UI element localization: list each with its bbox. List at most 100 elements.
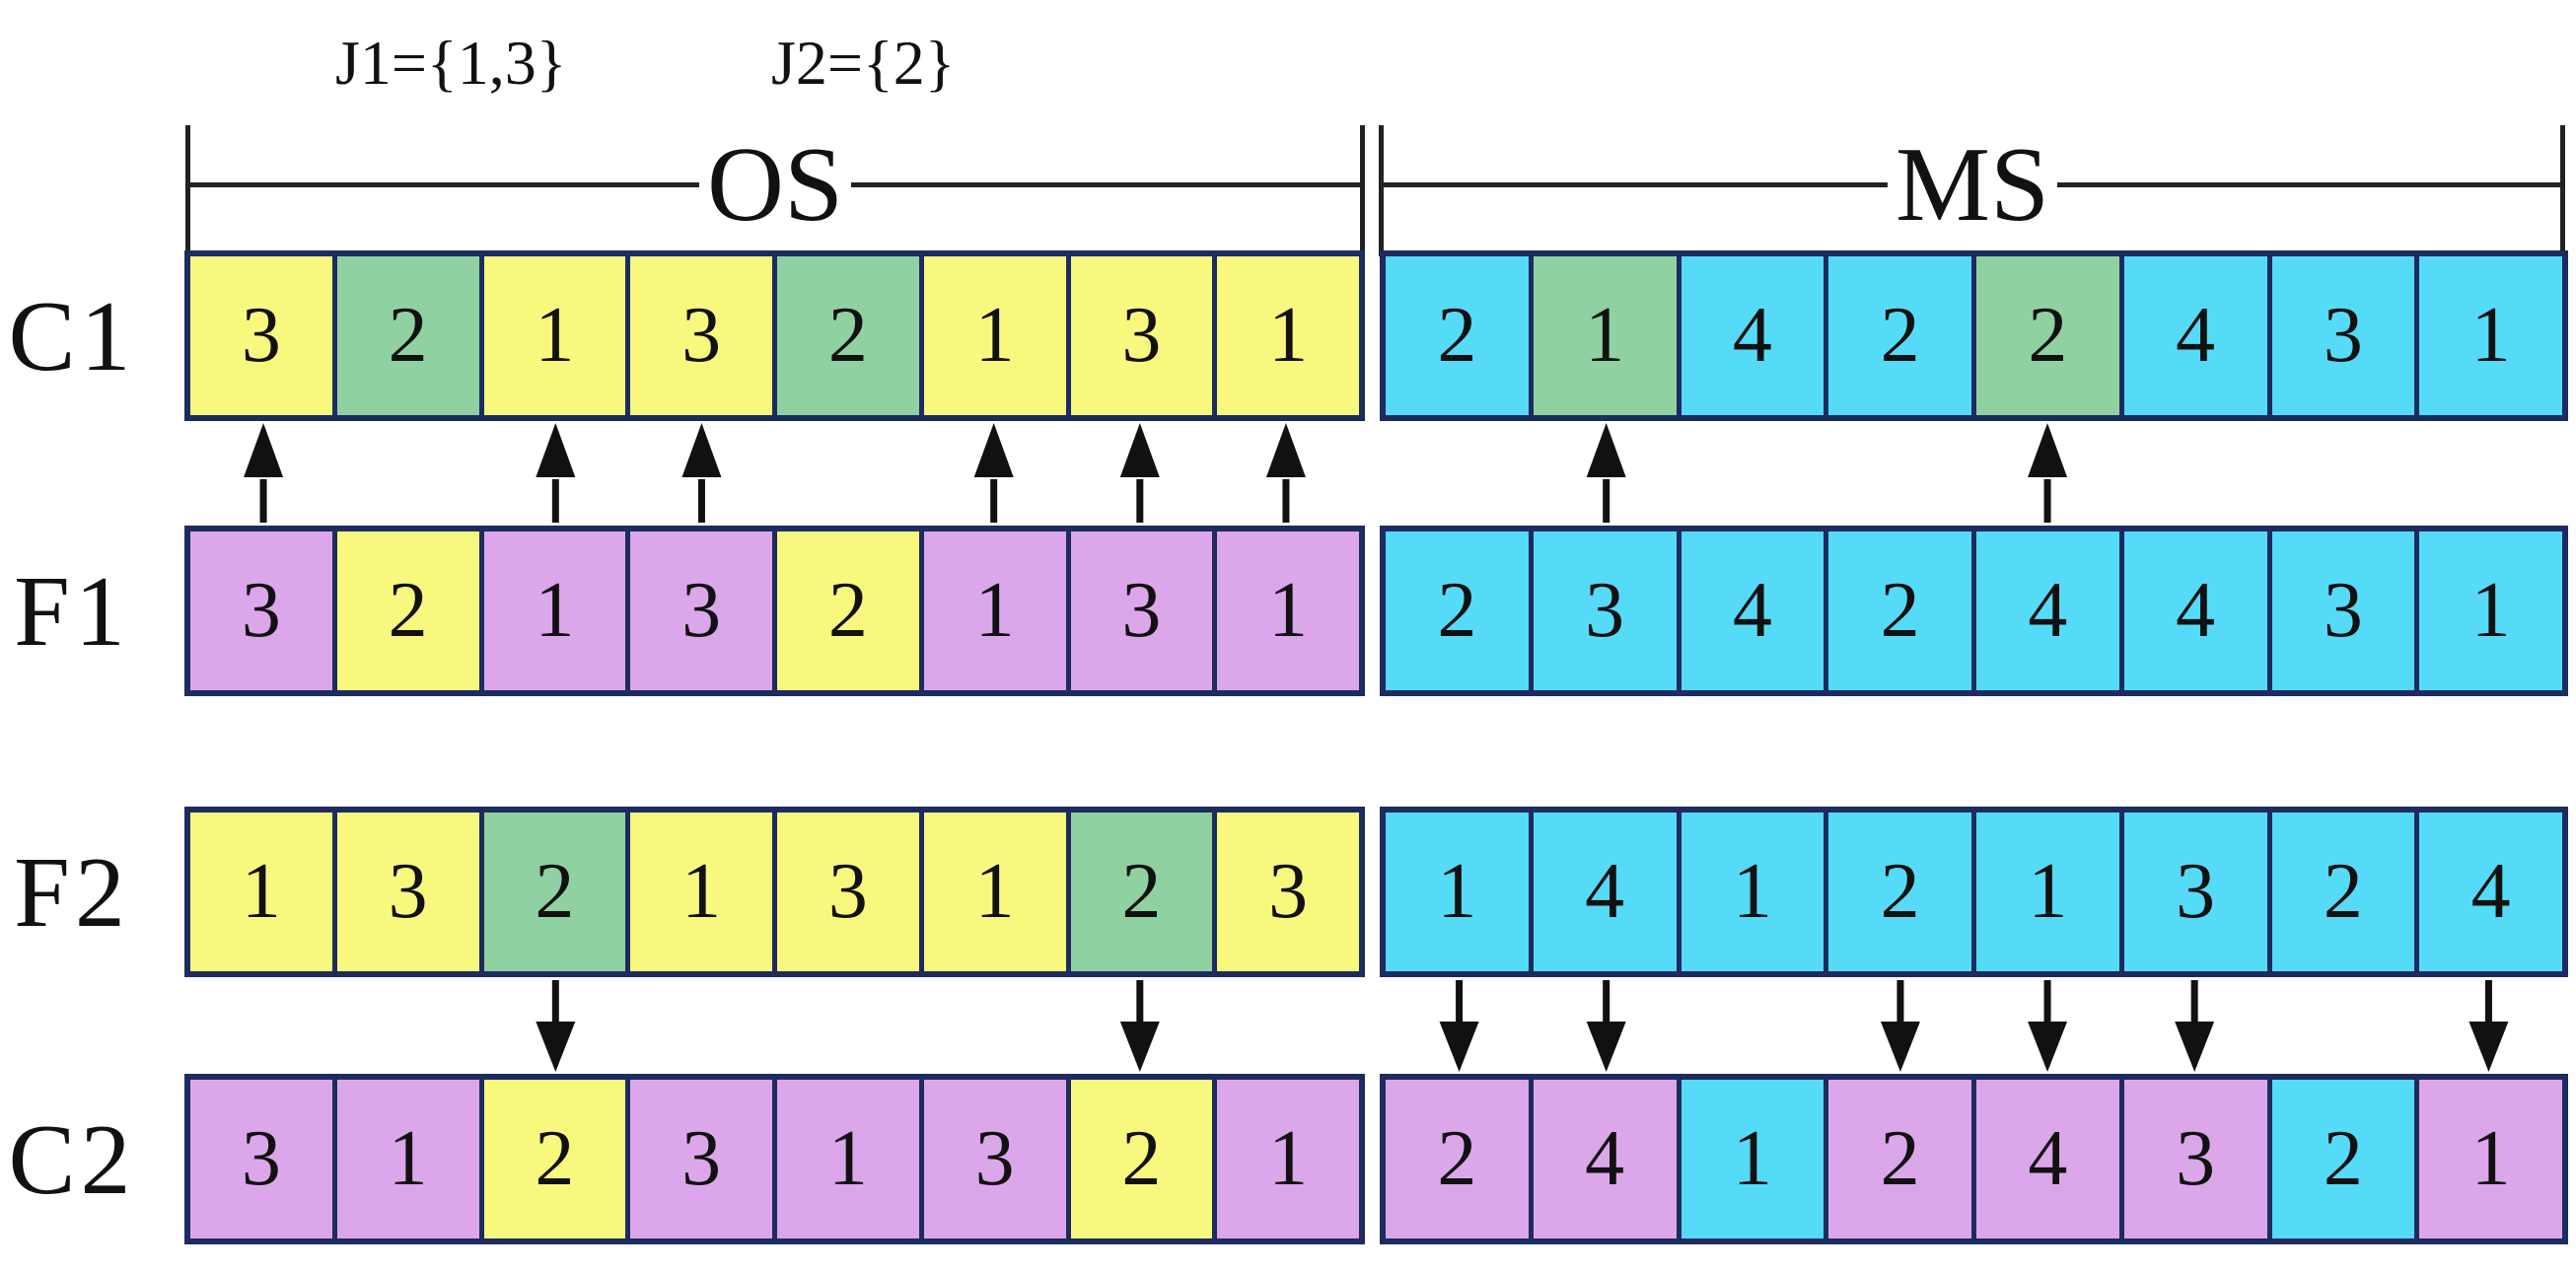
cell-c2-os-3: 2 (478, 1080, 626, 1238)
row-label-f1: F1 (14, 556, 130, 668)
cell-c2-os-5: 1 (772, 1080, 919, 1238)
cell-c1-ms-7: 3 (2266, 256, 2415, 415)
cell-c2-ms-8: 1 (2414, 1080, 2562, 1238)
arrow-down-icon (2175, 1022, 2215, 1072)
cell-f2-os-5: 3 (772, 813, 919, 971)
cell-f2-os-3: 2 (478, 813, 626, 971)
job-set-2-label: J2={2} (771, 28, 956, 98)
cell-f1-ms-6: 4 (2118, 531, 2267, 690)
cell-f2-ms-3: 1 (1676, 813, 1825, 971)
cell-f1-os-1: 3 (190, 531, 332, 690)
ms-section-label: MS (1887, 116, 2058, 254)
cell-c1-ms-5: 2 (1971, 256, 2119, 415)
cell-f2-ms-2: 4 (1528, 813, 1677, 971)
cell-f1-ms-8: 1 (2414, 531, 2562, 690)
cell-c2-os-4: 3 (625, 1080, 772, 1238)
cell-c2-ms-4: 2 (1824, 1080, 1971, 1238)
cell-f2-os-7: 2 (1065, 813, 1213, 971)
cell-f2-ms-1: 1 (1386, 813, 1529, 971)
chromosome-f2-ms: 1 4 1 2 1 3 2 4 (1380, 807, 2568, 977)
cell-c1-os-6: 1 (918, 256, 1066, 415)
job-set-1-label: J1={1,3} (335, 28, 567, 98)
cell-f2-ms-4: 2 (1824, 813, 1971, 971)
arrow-down-icon (1119, 1022, 1160, 1072)
cell-c1-ms-6: 4 (2118, 256, 2267, 415)
cell-c1-ms-8: 1 (2414, 256, 2562, 415)
cell-c2-ms-2: 4 (1528, 1080, 1677, 1238)
cell-f2-ms-5: 1 (1971, 813, 2119, 971)
cell-f2-os-2: 3 (331, 813, 479, 971)
cell-f2-ms-8: 4 (2414, 813, 2562, 971)
arrow-up-icon (973, 423, 1014, 477)
cell-c1-os-5: 2 (772, 256, 919, 415)
arrow-up-icon (2028, 423, 2068, 477)
arrow-up-icon (1119, 423, 1160, 477)
cell-f1-os-4: 3 (625, 531, 772, 690)
cell-c1-ms-1: 2 (1386, 256, 1529, 415)
arrow-down-icon (2469, 1022, 2509, 1072)
chromosome-f1-ms: 2 3 4 2 4 4 3 1 (1380, 526, 2568, 696)
chromosome-f1-os: 3 2 1 3 2 1 3 1 (184, 526, 1365, 696)
ms-bracket-tick-right (2560, 125, 2565, 256)
cell-f2-os-1: 1 (190, 813, 332, 971)
arrow-down-icon (536, 1022, 576, 1072)
arrow-up-icon (536, 423, 576, 477)
cell-f1-os-6: 1 (918, 531, 1066, 690)
chromosome-c1-ms: 2 1 4 2 2 4 3 1 (1380, 250, 2568, 421)
cell-f2-os-6: 1 (918, 813, 1066, 971)
cell-c1-os-7: 3 (1065, 256, 1213, 415)
cell-f1-os-7: 3 (1065, 531, 1213, 690)
cell-f1-os-5: 2 (772, 531, 919, 690)
cell-c1-os-2: 2 (331, 256, 479, 415)
cell-f2-os-4: 1 (625, 813, 772, 971)
cell-f2-ms-7: 2 (2266, 813, 2415, 971)
cell-f1-ms-7: 3 (2266, 531, 2415, 690)
cell-c1-ms-2: 1 (1528, 256, 1677, 415)
os-bracket-tick-right (1360, 125, 1365, 256)
cell-c2-ms-7: 2 (2266, 1080, 2415, 1238)
os-bracket-tick-left (185, 125, 190, 256)
cell-f1-ms-3: 4 (1676, 531, 1825, 690)
chromosome-c1-os: 3 2 1 3 2 1 3 1 (184, 250, 1365, 421)
arrow-down-icon (1439, 1022, 1479, 1072)
ms-bracket-tick-left (1379, 125, 1384, 256)
cell-c1-ms-3: 4 (1676, 256, 1825, 415)
arrow-up-icon (1265, 423, 1306, 477)
cell-c2-ms-6: 3 (2118, 1080, 2267, 1238)
cell-f1-os-3: 1 (478, 531, 626, 690)
cell-f1-ms-5: 4 (1971, 531, 2119, 690)
arrow-up-icon (681, 423, 722, 477)
os-section-label: OS (698, 116, 852, 254)
cell-c2-os-2: 1 (331, 1080, 479, 1238)
row-label-c1: C1 (8, 281, 136, 392)
cell-f2-ms-6: 3 (2118, 813, 2267, 971)
cell-f2-os-8: 3 (1212, 813, 1359, 971)
cell-c1-ms-4: 2 (1824, 256, 1971, 415)
cell-f1-ms-4: 2 (1824, 531, 1971, 690)
cell-c2-os-7: 2 (1065, 1080, 1213, 1238)
cell-c2-os-1: 3 (190, 1080, 332, 1238)
cell-c1-os-8: 1 (1212, 256, 1359, 415)
row-label-f2: F2 (14, 837, 130, 949)
cell-c1-os-3: 1 (478, 256, 626, 415)
cell-c2-ms-1: 2 (1386, 1080, 1529, 1238)
cell-f1-os-2: 2 (331, 531, 479, 690)
cell-c2-os-8: 1 (1212, 1080, 1359, 1238)
cell-c2-os-6: 3 (918, 1080, 1066, 1238)
cell-c1-os-1: 3 (190, 256, 332, 415)
chromosome-c2-ms: 2 4 1 2 4 3 2 1 (1380, 1074, 2568, 1244)
arrow-down-icon (1586, 1022, 1626, 1072)
arrow-down-icon (2028, 1022, 2068, 1072)
arrow-up-icon (1586, 423, 1626, 477)
cell-c1-os-4: 3 (625, 256, 772, 415)
cell-f1-os-8: 1 (1212, 531, 1359, 690)
cell-f1-ms-2: 3 (1528, 531, 1677, 690)
arrow-down-icon (1880, 1022, 1920, 1072)
row-label-c2: C2 (8, 1104, 136, 1216)
cell-c2-ms-5: 4 (1971, 1080, 2119, 1238)
chromosome-c2-os: 3 1 2 3 1 3 2 1 (184, 1074, 1365, 1244)
cell-f1-ms-1: 2 (1386, 531, 1529, 690)
chromosome-f2-os: 1 3 2 1 3 1 2 3 (184, 807, 1365, 977)
cell-c2-ms-3: 1 (1676, 1080, 1825, 1238)
